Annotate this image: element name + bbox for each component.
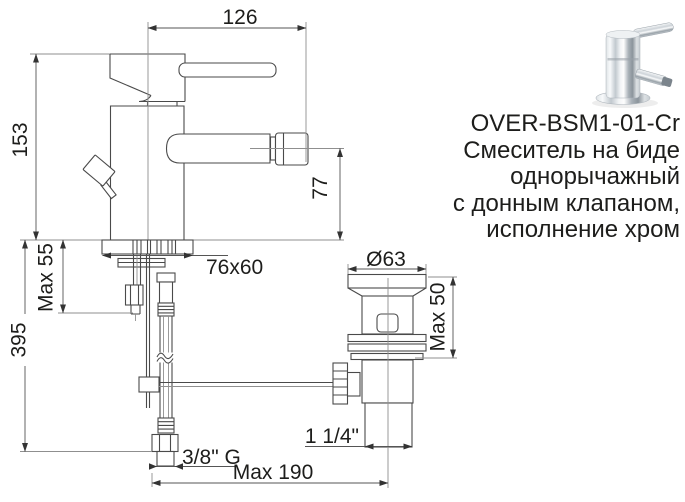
dimension-3-8-g: 3/8" G [149,446,241,470]
svg-text:Ø63: Ø63 [366,248,406,271]
flange-pass-throughs [132,240,177,254]
drain-pull-knob [82,154,117,200]
hose-break-symbol [156,352,174,360]
base-and-supplies [101,239,333,467]
svg-text:Max 55: Max 55 [35,243,58,312]
dimension-77: 77 [309,148,343,241]
product-code: OVER-BSM1-01-Cr [470,110,680,137]
dimension-76x60: 76x60 [102,252,263,279]
mounting-stud [124,254,144,321]
svg-text:76x60: 76x60 [206,256,263,279]
svg-text:1 1/4": 1 1/4" [305,425,359,448]
drain-valve [332,273,427,488]
product-info: OVER-BSM1-01-Cr Смеситель на биде одноры… [452,110,680,244]
product-description-line: Смеситель на биде [463,136,680,164]
photo-aerator [661,76,673,87]
svg-text:77: 77 [309,176,332,199]
product-description-line: исполнение хром [486,216,680,244]
hose-nut [151,433,179,453]
photo-spout [635,68,673,87]
dimension-max190: Max 190 [151,461,389,487]
supply-hose [151,272,179,467]
svg-text:153: 153 [9,122,32,157]
rod-clevis [332,362,361,405]
svg-text:3/8" G: 3/8" G [182,446,241,469]
dimension-153: 153 [9,53,39,241]
lever-handle [178,62,277,78]
dimension-max55: Max 55 [35,239,133,314]
svg-text:395: 395 [8,322,31,357]
photo-body [605,33,641,99]
mixer-body [30,22,344,240]
drain-cap [347,273,427,289]
dimension-1-1-4: 1 1/4" [305,425,413,450]
spout [165,132,309,166]
product-description-line: однорычажный [510,163,680,191]
popup-rod [138,254,333,408]
dimension-395: 395 [8,239,152,452]
product-photo [592,22,674,108]
svg-text:Max 50: Max 50 [427,283,450,352]
svg-text:126: 126 [222,6,257,29]
overflow-hole [376,313,399,333]
drain-tailpipe [364,402,413,448]
product-description-line: с донным клапаном, [452,189,680,217]
dimension-126: 126 [147,6,307,162]
svg-text:Max 190: Max 190 [233,461,314,484]
dimension-d63: Ø63 [347,248,427,274]
hose-end-fitting [156,450,175,467]
aerator [274,132,309,166]
photo-top-cap [605,30,641,39]
dimension-max50: Max 50 [415,276,457,359]
